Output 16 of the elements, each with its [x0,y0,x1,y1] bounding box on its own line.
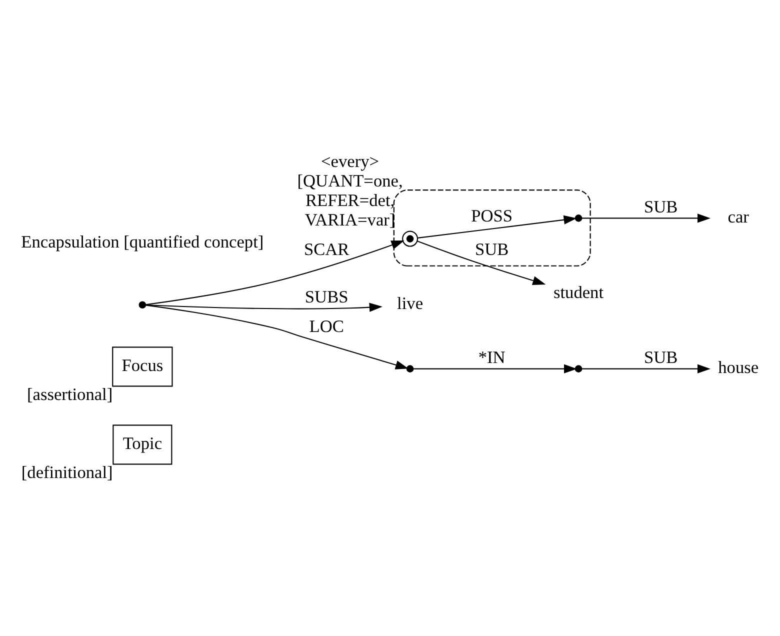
node-label: [assertional] [27,384,113,404]
edge-label: SUB [644,348,678,367]
edge-label: SUB [644,197,678,216]
edge-label: *IN [478,348,506,367]
node-label: <every> [QUANT=one, REFER=det, VARIA=var] [297,152,403,230]
node-text: student [553,282,604,302]
edge-label: SCAR [304,239,350,258]
node-text: house [718,357,759,376]
node-label: [definitional] [21,462,113,482]
node-text: car [728,206,749,226]
node-text: live [397,294,424,313]
edge-label: SUBS [304,287,348,306]
label: Encapsulation [quantified concept] [21,232,264,251]
edge-label: POSS [471,206,513,225]
edge-label: LOC [309,316,344,336]
edge-label: SUB [474,239,509,258]
